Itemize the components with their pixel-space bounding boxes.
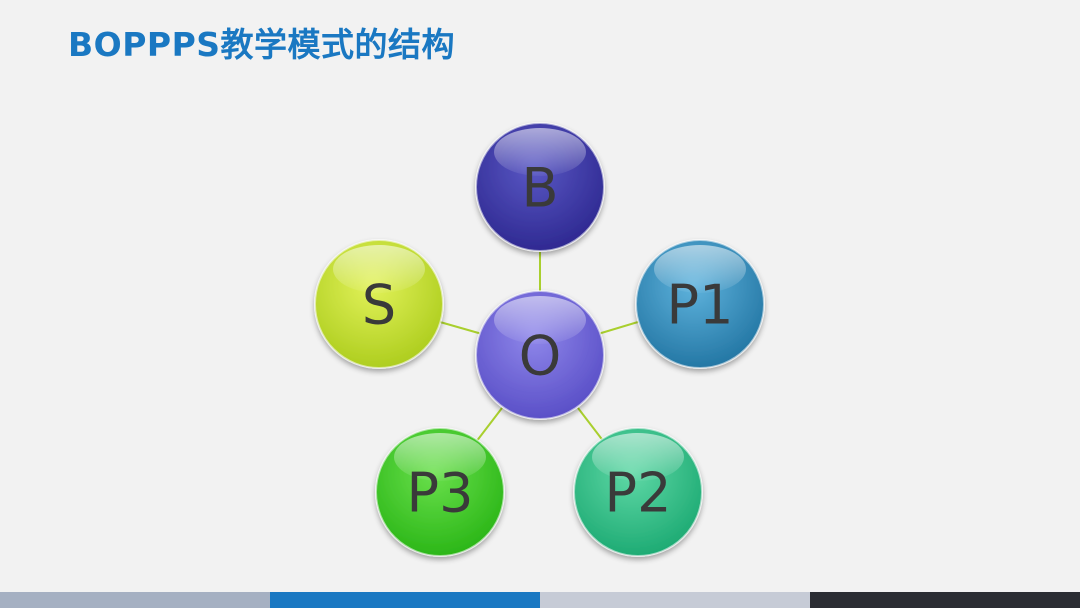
connector-o-p2 [577,407,605,443]
slide-title: BOPPPS教学模式的结构 [68,25,456,64]
node-o-gloss [494,296,586,344]
node-p1-gloss [654,245,746,293]
connector-lines [439,252,639,443]
node-s: S [314,239,444,369]
node-o-label: O [519,325,562,388]
node-p1: P1 [635,239,765,369]
connector-o-s [439,321,483,335]
footer-bar-segment [540,592,810,608]
node-o-center: O [475,290,605,420]
node-p2-label: P2 [605,462,672,525]
node-b: B [475,122,605,252]
node-s-label: S [362,274,396,337]
node-b-gloss [494,128,586,176]
connector-o-p3 [475,407,503,443]
footer-bar-segment [270,592,540,608]
node-p2-gloss [592,433,684,481]
node-p2: P2 [573,427,703,557]
footer-color-bar [0,592,1080,608]
footer-bar-segment [810,592,1080,608]
connector-o-p1 [597,321,639,335]
node-p3: P3 [375,427,505,557]
node-p1-label: P1 [667,274,734,337]
node-p3-gloss [394,433,486,481]
node-p3-label: P3 [407,462,474,525]
node-s-gloss [333,245,425,293]
node-b-label: B [521,157,558,220]
footer-bar-segment [0,592,270,608]
